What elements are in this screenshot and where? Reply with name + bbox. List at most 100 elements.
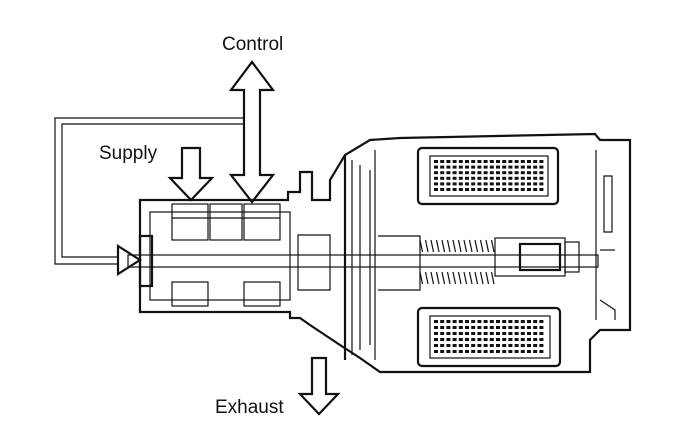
spring-coil [446,271,451,285]
coil-winding [477,332,482,335]
coil-winding [465,176,469,180]
coil-winding [539,344,544,347]
coil-winding [483,176,488,180]
coil-winding [483,338,488,341]
coil-winding [483,165,488,169]
spring-coil [457,271,462,285]
coil-winding [527,165,531,169]
coil-winding [520,176,525,180]
coil-winding [514,171,519,175]
coil-winding [465,182,469,186]
coil-winding [533,344,538,347]
coil-winding [527,182,531,186]
coil-winding [477,338,482,341]
coil-winding [434,165,438,169]
coil-winding [527,344,531,347]
coil-winding [458,182,463,186]
coil-winding [496,188,500,191]
coil-winding [458,160,463,163]
coil-winding [520,320,525,323]
coil-winding [539,326,544,329]
coil-winding [452,332,457,335]
coil-winding [496,350,500,353]
spring-coil [485,271,490,285]
coil-winding [520,344,525,347]
coil-winding [452,182,457,186]
coil-winding [440,165,445,169]
coil-winding [533,326,538,329]
coil-winding [502,165,507,169]
spring-coil [490,271,495,285]
coil-winding [434,344,438,347]
coil-winding [520,338,525,341]
coil-winding [465,326,469,329]
coil-winding [539,182,544,186]
coil-winding [508,332,513,335]
coil-winding [440,338,445,341]
coil-winding [465,171,469,175]
coil-winding [520,332,525,335]
coil-winding [514,332,519,335]
coil-winding [446,160,451,163]
coil-winding [465,338,469,341]
coil-winding [520,350,525,353]
coil-winding [514,326,519,329]
exhaust-arrow [297,356,341,416]
valve-body [138,132,632,374]
plunger [494,237,580,277]
coil-winding [502,320,507,323]
spring-coil [457,239,462,253]
coil-winding [489,165,494,169]
coil-winding [440,188,445,191]
coil-winding [514,344,519,347]
coil-winding [533,160,538,163]
control-arrow [228,60,276,204]
coil-winding [539,165,544,169]
coil-winding [539,350,544,353]
coil-winding [452,188,457,191]
spring-coil [463,271,468,285]
coil-winding [502,188,507,191]
coil-winding [446,320,451,323]
coil-winding [434,160,438,163]
coil-winding [489,326,494,329]
coil-winding [489,171,494,175]
coil-winding [514,350,519,353]
coil-winding [471,165,476,169]
spring-coil [474,271,479,285]
coil-winding [446,182,451,186]
coil-winding [446,338,451,341]
coil-winding [483,326,488,329]
coil-winding [452,326,457,329]
coil-winding [440,332,445,335]
coil-winding [446,326,451,329]
coil-winding [434,182,438,186]
coil-winding [514,338,519,341]
spring-coil [479,271,484,285]
coil-winding [477,160,482,163]
return-spring [419,239,495,285]
coil-winding [477,320,482,323]
coil-winding [458,344,463,347]
coil-winding [477,182,482,186]
coil-winding [527,176,531,180]
coil-winding [502,176,507,180]
spring-coil [424,271,429,285]
coil-winding [440,344,445,347]
coil-winding [533,165,538,169]
coil-winding [533,332,538,335]
coil-winding [489,176,494,180]
spring-coil [474,239,479,253]
supply-label: Supply [99,143,158,164]
coil-winding [520,326,525,329]
spring-coil [485,239,490,253]
spring-coil [490,239,495,253]
coil-winding [533,176,538,180]
coil-winding [508,171,513,175]
coil-winding [489,350,494,353]
coil-winding [465,344,469,347]
coil-winding [502,344,507,347]
coil-winding [527,320,531,323]
coil-winding [434,338,438,341]
coil-winding [471,326,476,329]
